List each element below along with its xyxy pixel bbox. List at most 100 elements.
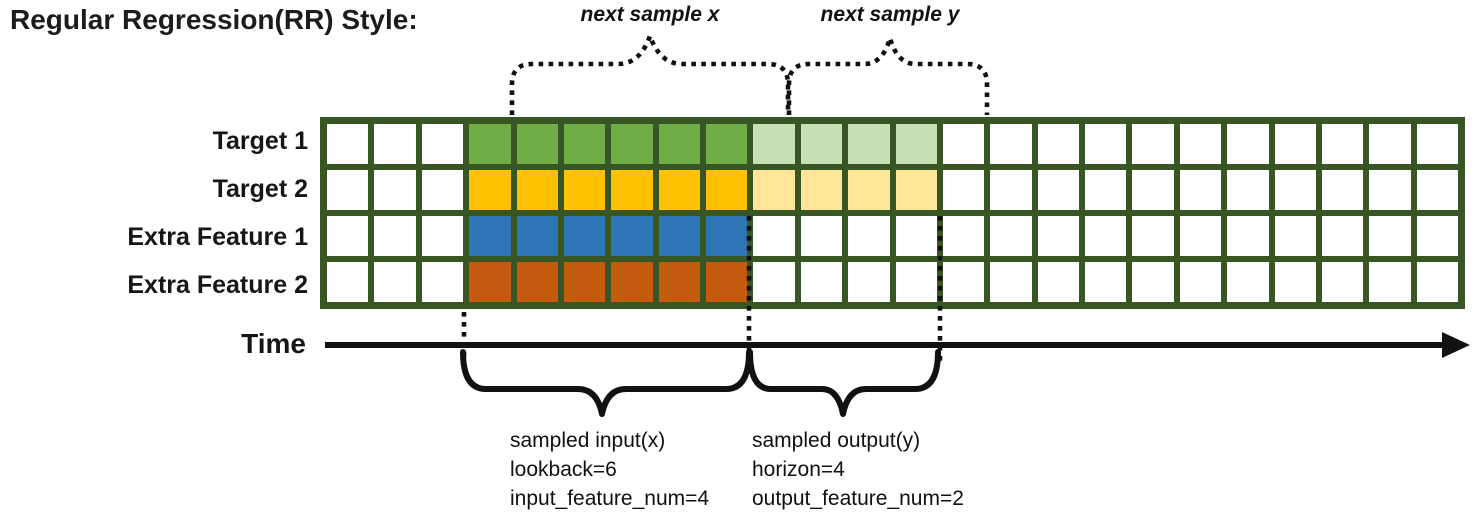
grid-cell (563, 124, 606, 164)
grid-cell (942, 262, 985, 302)
grid-cell (516, 216, 558, 256)
grid-cell (1227, 262, 1269, 302)
grid-cell (753, 216, 795, 256)
sampled-input-title: sampled input(x) (510, 429, 666, 452)
next-sample-y-label: next sample y (820, 3, 960, 26)
grid-cell (1274, 170, 1316, 210)
grid-cell (516, 170, 558, 210)
grid-cell (895, 170, 937, 210)
grid-cell (1227, 170, 1269, 210)
grid-cell (1416, 216, 1458, 256)
grid-cell (563, 262, 606, 302)
grid-cell (990, 170, 1032, 210)
grid-cell (658, 216, 700, 256)
row-label-extra-feature-1: Extra Feature 1 (127, 223, 308, 251)
grid-cell (516, 124, 558, 164)
grid-cell (327, 170, 369, 210)
grid-cell (1085, 170, 1127, 210)
grid-cell (1132, 124, 1174, 164)
grid-cell (374, 170, 416, 210)
grid-cell (421, 170, 464, 210)
row-label-target-2: Target 2 (212, 175, 308, 203)
grid-cell (327, 216, 369, 256)
grid-cell (895, 216, 937, 256)
grid-cell (706, 216, 748, 256)
grid-cell (374, 124, 416, 164)
grid-cell (516, 262, 558, 302)
grid-cell (611, 170, 653, 210)
grid-cell (1037, 216, 1079, 256)
grid-cell (1416, 170, 1458, 210)
grid-cell (1274, 124, 1316, 164)
grid-cell (469, 124, 511, 164)
grid-cell (1179, 170, 1222, 210)
grid-cell (1321, 170, 1364, 210)
grid-cell (753, 124, 795, 164)
grid-cell (706, 262, 748, 302)
grid-cell (942, 216, 985, 256)
grid-cell (800, 262, 843, 302)
grid-cell (1132, 262, 1174, 302)
grid-cell (611, 216, 653, 256)
sample-grid (320, 117, 1465, 309)
grid-cell (1037, 124, 1079, 164)
grid-cell (706, 170, 748, 210)
time-axis-label: Time (241, 328, 306, 359)
next-sample-x-brace (509, 29, 791, 115)
grid-cell (563, 216, 606, 256)
grid-cell (990, 262, 1032, 302)
grid-cell (1321, 262, 1364, 302)
grid-cell (1085, 124, 1127, 164)
input-feature-num-value: input_feature_num=4 (510, 487, 710, 510)
horizon-value: horizon=4 (752, 458, 845, 481)
sampled-output-title: sampled output(y) (752, 429, 921, 452)
grid-cell (990, 216, 1032, 256)
next-sample-x-label: next sample x (580, 3, 720, 26)
grid-cell (1179, 124, 1222, 164)
grid-cell (990, 124, 1032, 164)
grid-cell (942, 170, 985, 210)
grid-cell (658, 262, 700, 302)
grid-cell (1179, 262, 1222, 302)
grid-cell (1179, 216, 1222, 256)
next-sample-y-brace (786, 29, 990, 115)
grid-cell (1369, 262, 1411, 302)
grid-cell (327, 262, 369, 302)
grid-cell (848, 124, 890, 164)
sampled-input-brace (460, 349, 752, 417)
grid-cell (421, 262, 464, 302)
grid-cell (658, 124, 700, 164)
grid-cell (611, 262, 653, 302)
grid-cell (421, 216, 464, 256)
grid-cell (1085, 216, 1127, 256)
grid-cell (895, 262, 937, 302)
grid-cell (753, 170, 795, 210)
grid-cell (706, 124, 748, 164)
output-feature-num-value: output_feature_num=2 (752, 487, 964, 510)
grid-cell (800, 216, 843, 256)
grid-cell (1132, 216, 1174, 256)
grid-cell (611, 124, 653, 164)
grid-cell (1416, 262, 1458, 302)
grid-cell (1369, 170, 1411, 210)
grid-cell (895, 124, 937, 164)
grid-cell (1321, 216, 1364, 256)
grid-cell (1369, 124, 1411, 164)
grid-cell (374, 262, 416, 302)
grid-cell (374, 216, 416, 256)
grid-cell (563, 170, 606, 210)
grid-cell (753, 262, 795, 302)
row-labels: Target 1 Target 2 Extra Feature 1 Extra … (0, 117, 308, 309)
lookback-value: lookback=6 (510, 458, 617, 481)
grid-cell (469, 216, 511, 256)
grid-cell (1274, 262, 1316, 302)
sampled-output-annotation: sampled output(y) horizon=4 output_featu… (752, 426, 964, 513)
sampled-output-brace (747, 349, 941, 417)
grid-cell (658, 170, 700, 210)
grid-cell (848, 170, 890, 210)
grid-cell (1132, 170, 1174, 210)
grid-cell (327, 124, 369, 164)
grid-cell (800, 124, 843, 164)
sampled-input-annotation: sampled input(x) lookback=6 input_featur… (510, 426, 709, 513)
